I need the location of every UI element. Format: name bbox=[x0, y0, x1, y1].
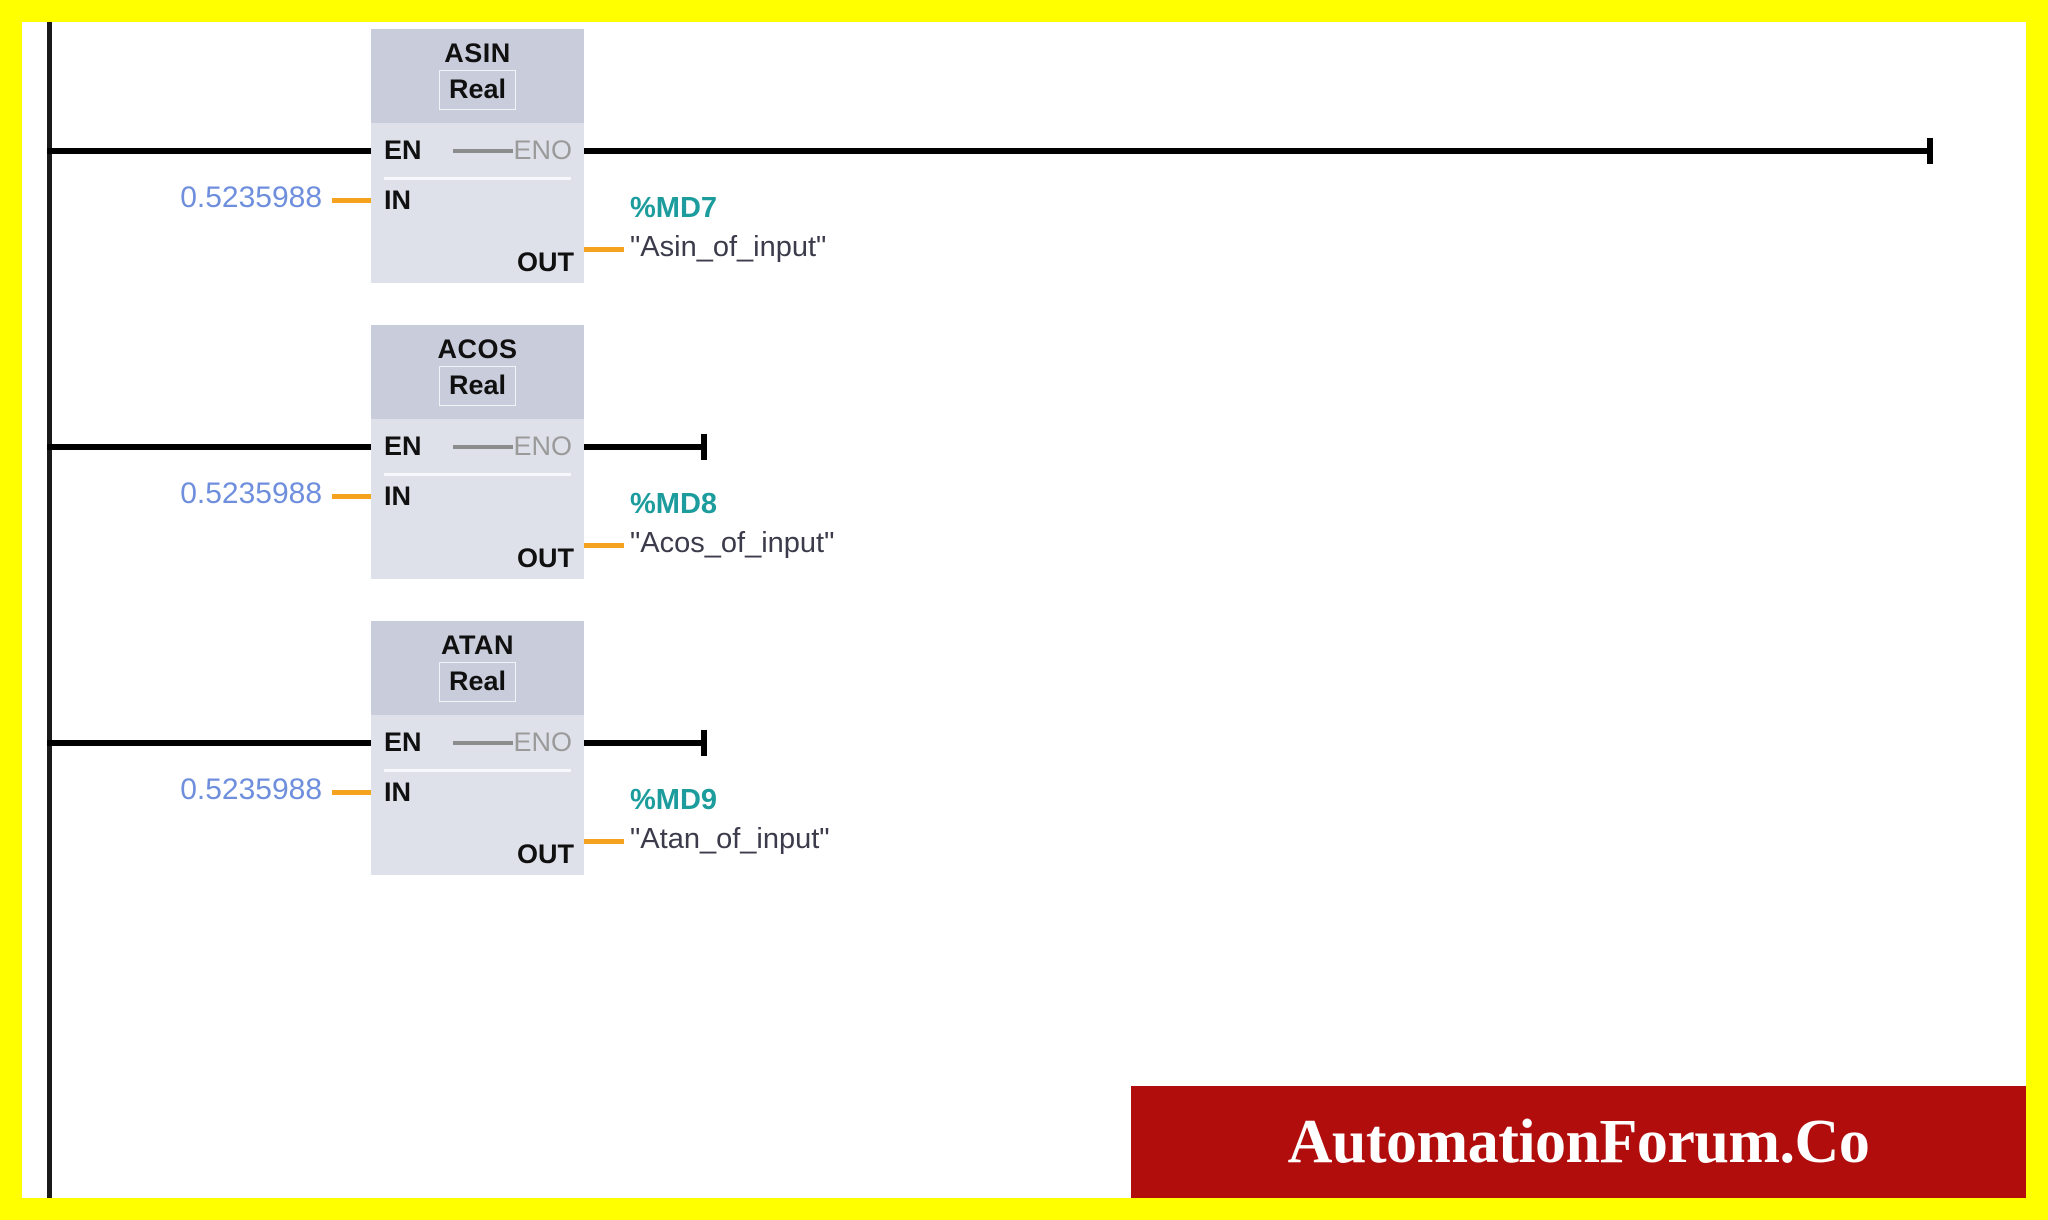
asin-block-body: EN ENO IN OUT bbox=[371, 123, 584, 283]
rung-3-terminator bbox=[701, 730, 707, 756]
watermark-banner: AutomationForum.Co bbox=[1131, 1086, 2026, 1198]
rung-2-in-connector bbox=[332, 494, 372, 499]
acos-pin-in[interactable]: IN bbox=[384, 481, 411, 511]
asin-pin-divider bbox=[384, 177, 571, 180]
rung-3-input-value[interactable]: 0.5235988 bbox=[180, 773, 322, 806]
asin-block-title: ASIN bbox=[444, 38, 511, 68]
atan-pin-eno[interactable]: ENO bbox=[513, 727, 572, 757]
atan-pin-in[interactable]: IN bbox=[384, 777, 411, 807]
asin-pin-en[interactable]: EN bbox=[384, 135, 422, 165]
rung-2-wire-left bbox=[47, 444, 371, 450]
rung-3-wire-right bbox=[584, 740, 704, 746]
rung-3-output-name[interactable]: "Atan_of_input" bbox=[630, 823, 830, 855]
power-rail bbox=[47, 22, 52, 1198]
asin-eno-dash-icon bbox=[453, 149, 513, 153]
function-block-acos[interactable]: ACOS Real EN ENO IN OUT bbox=[371, 325, 584, 579]
rung-2-wire-right bbox=[584, 444, 704, 450]
atan-pin-en[interactable]: EN bbox=[384, 727, 422, 757]
function-block-atan[interactable]: ATAN Real EN ENO IN OUT bbox=[371, 621, 584, 875]
rung-2-output-address[interactable]: %MD8 bbox=[630, 488, 718, 520]
acos-block-title: ACOS bbox=[437, 334, 518, 364]
rung-1-input-value[interactable]: 0.5235988 bbox=[180, 181, 322, 214]
watermark-text: AutomationForum.Co bbox=[1287, 1107, 1870, 1176]
acos-block-datatype: Real bbox=[438, 366, 517, 406]
rung-2-out-connector bbox=[584, 543, 624, 548]
atan-block-title: ATAN bbox=[441, 630, 514, 660]
rung-3-out-connector bbox=[584, 839, 624, 844]
asin-block-header: ASIN Real bbox=[371, 29, 584, 123]
rung-3-in-connector bbox=[332, 790, 372, 795]
acos-pin-eno[interactable]: ENO bbox=[513, 431, 572, 461]
ladder-canvas[interactable]: 0.5235988 %MD7 "Asin_of_input" ASIN Real… bbox=[22, 22, 2026, 1198]
rung-1-terminator bbox=[1927, 138, 1933, 164]
atan-pin-out[interactable]: OUT bbox=[517, 839, 574, 869]
asin-block-datatype: Real bbox=[438, 70, 517, 110]
rung-1-wire-right bbox=[584, 148, 1929, 154]
atan-eno-dash-icon bbox=[453, 741, 513, 745]
acos-eno-dash-icon bbox=[453, 445, 513, 449]
rung-1-output-name[interactable]: "Asin_of_input" bbox=[630, 231, 827, 263]
rung-1-wire-left bbox=[47, 148, 371, 154]
rung-2-output-name[interactable]: "Acos_of_input" bbox=[630, 527, 835, 559]
rung-1-output-address[interactable]: %MD7 bbox=[630, 192, 718, 224]
rung-2-input-value[interactable]: 0.5235988 bbox=[180, 477, 322, 510]
atan-block-header: ATAN Real bbox=[371, 621, 584, 715]
acos-pin-out[interactable]: OUT bbox=[517, 543, 574, 573]
rung-3-output-address[interactable]: %MD9 bbox=[630, 784, 718, 816]
acos-block-header: ACOS Real bbox=[371, 325, 584, 419]
rung-1-out-connector bbox=[584, 247, 624, 252]
atan-block-body: EN ENO IN OUT bbox=[371, 715, 584, 875]
rung-1-in-connector bbox=[332, 198, 372, 203]
rung-3-wire-left bbox=[47, 740, 371, 746]
acos-block-body: EN ENO IN OUT bbox=[371, 419, 584, 579]
acos-pin-en[interactable]: EN bbox=[384, 431, 422, 461]
asin-pin-in[interactable]: IN bbox=[384, 185, 411, 215]
atan-block-datatype: Real bbox=[438, 662, 517, 702]
asin-pin-out[interactable]: OUT bbox=[517, 247, 574, 277]
acos-pin-divider bbox=[384, 473, 571, 476]
rung-2-terminator bbox=[701, 434, 707, 460]
asin-pin-eno[interactable]: ENO bbox=[513, 135, 572, 165]
function-block-asin[interactable]: ASIN Real EN ENO IN OUT bbox=[371, 29, 584, 283]
atan-pin-divider bbox=[384, 769, 571, 772]
